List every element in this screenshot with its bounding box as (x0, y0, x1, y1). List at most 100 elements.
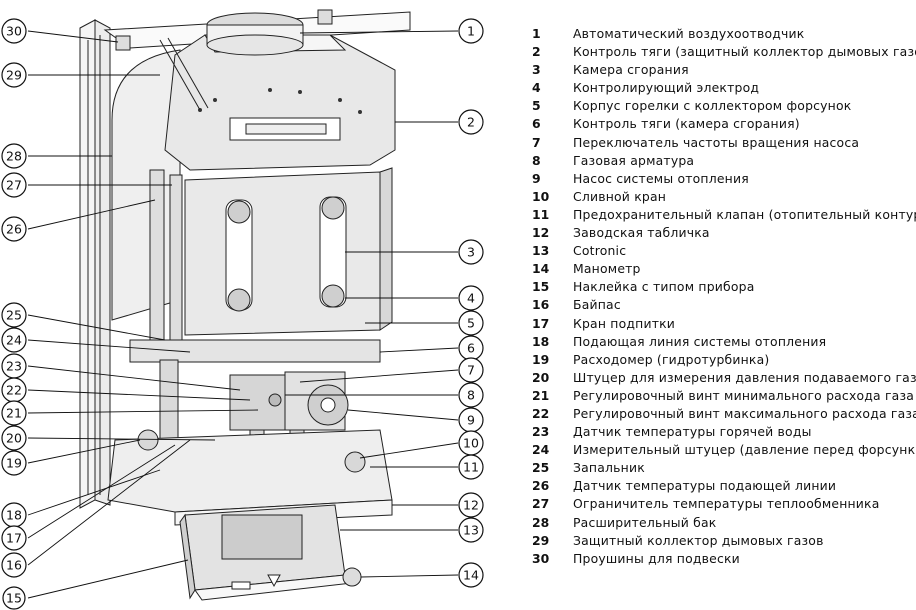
callout-6-label: 6 (467, 341, 475, 356)
legend-number: 13 (532, 243, 550, 259)
legend-number: 23 (532, 424, 550, 440)
callout-8 (458, 382, 484, 408)
legend-number: 4 (532, 80, 541, 96)
legend-item: 9 Насос системы отопления (532, 170, 916, 188)
legend-number: 10 (532, 188, 550, 204)
legend-number: 18 (532, 333, 550, 349)
legend-label: Регулировочный винт минимального расхода… (573, 387, 915, 403)
legend-number: 3 (532, 62, 541, 78)
callout-15-label: 15 (6, 591, 22, 606)
callout-24 (1, 327, 27, 353)
callout-3-label: 3 (467, 245, 475, 260)
legend-label: Подающая линия системы отопления (573, 333, 827, 349)
legend-number: 30 (532, 550, 550, 566)
legend-label: Датчик температуры подающей линии (573, 478, 837, 494)
callout-4-label: 4 (467, 291, 475, 306)
legend-number: 17 (532, 315, 550, 331)
legend-item: 23 Датчик температуры горячей воды (532, 423, 916, 441)
legend-label: Автоматический воздухоотводчик (573, 26, 805, 41)
callout-16-label: 16 (6, 558, 22, 573)
legend-number: 27 (532, 496, 550, 512)
legend-number: 29 (532, 532, 550, 548)
legend-label: Ограничитель температуры теплообменника (573, 496, 880, 512)
callout-5 (458, 310, 484, 336)
callout-leaders (27, 30, 459, 599)
hanging-lugs (115, 9, 333, 51)
legend-number: 28 (532, 514, 550, 530)
legend-label: Расширительный бак (573, 514, 717, 530)
legend-label: Насос системы отопления (573, 170, 749, 186)
legend-number: 2 (532, 44, 541, 60)
legend-number: 9 (532, 170, 541, 186)
legend-label: Контроль тяги (камера сгорания) (573, 116, 800, 132)
callout-14-label: 14 (463, 568, 479, 583)
callouts-right: 1 2 3 4 5 6 7 8 9 10 11 12 13 14 (458, 18, 484, 588)
callout-5-label: 5 (467, 316, 475, 331)
callout-4 (458, 285, 484, 311)
callout-25 (1, 302, 27, 328)
callout-7 (458, 357, 484, 383)
callout-30-label: 30 (6, 24, 22, 39)
legend-label: Газовая арматура (573, 152, 695, 168)
legend-label: Cotronic (573, 243, 627, 259)
legend-number: 26 (532, 478, 550, 494)
legend-label: Измерительный штуцер (давление перед фор… (573, 442, 916, 458)
callout-2-label: 2 (467, 115, 475, 130)
callout-27-label: 27 (6, 178, 22, 193)
legend-number: 5 (532, 98, 541, 114)
legend-item: 15 Наклейка с типом прибора (532, 278, 916, 296)
legend-number: 22 (532, 405, 550, 421)
legend-item: 5 Корпус горелки с коллектором форсунок (532, 97, 916, 115)
legend-label: Проушины для подвески (573, 550, 740, 566)
callout-9-label: 9 (467, 413, 475, 428)
callout-27 (1, 172, 27, 198)
callout-19 (1, 450, 27, 476)
callout-30 (1, 18, 27, 44)
legend-item: 18 Подающая линия системы отопления (532, 333, 916, 351)
legend-number: 16 (532, 297, 550, 313)
cotronic-control-box (179, 504, 362, 601)
callout-11 (458, 454, 484, 480)
callout-26 (1, 216, 27, 242)
callout-17 (1, 525, 27, 551)
legend-number: 8 (532, 152, 541, 168)
callout-1-label: 1 (467, 24, 475, 39)
combustion-chamber (184, 167, 393, 336)
legend-label: Датчик температуры горячей воды (573, 424, 812, 440)
callout-26-label: 26 (6, 222, 22, 237)
legend-item: 17 Кран подпитки (532, 315, 916, 333)
legend-label: Кран подпитки (573, 315, 676, 331)
legend-label: Корпус горелки с коллектором форсунок (573, 98, 852, 114)
legend-label: Наклейка с типом прибора (573, 279, 755, 295)
callout-29 (1, 62, 27, 88)
legend-label: Запальник (573, 460, 645, 476)
callout-2 (458, 109, 484, 135)
callout-13-label: 13 (463, 523, 479, 538)
callout-17-label: 17 (6, 531, 22, 546)
boiler-diagram: 1 2 3 4 5 6 7 8 9 10 11 12 13 14 30 29 2… (1, 9, 484, 610)
legend-number: 20 (532, 369, 550, 385)
callout-28 (1, 143, 27, 169)
callout-1 (458, 18, 484, 44)
legend-item: 26 Датчик температуры подающей линии (532, 477, 916, 495)
legend-label: Контроль тяги (защитный коллектор дымовы… (573, 44, 916, 60)
legend-number: 15 (532, 279, 550, 295)
legend-item: 27 Ограничитель температуры теплообменник… (532, 495, 916, 513)
boiler-illustration: 1 2 3 4 5 6 7 8 9 10 11 12 13 14 30 29 2… (1, 9, 484, 610)
legend-label: Заводская табличка (573, 225, 710, 241)
callout-12-label: 12 (463, 498, 479, 513)
callout-25-label: 25 (6, 308, 22, 323)
callout-28-label: 28 (6, 149, 22, 164)
legend-number: 14 (532, 261, 550, 277)
